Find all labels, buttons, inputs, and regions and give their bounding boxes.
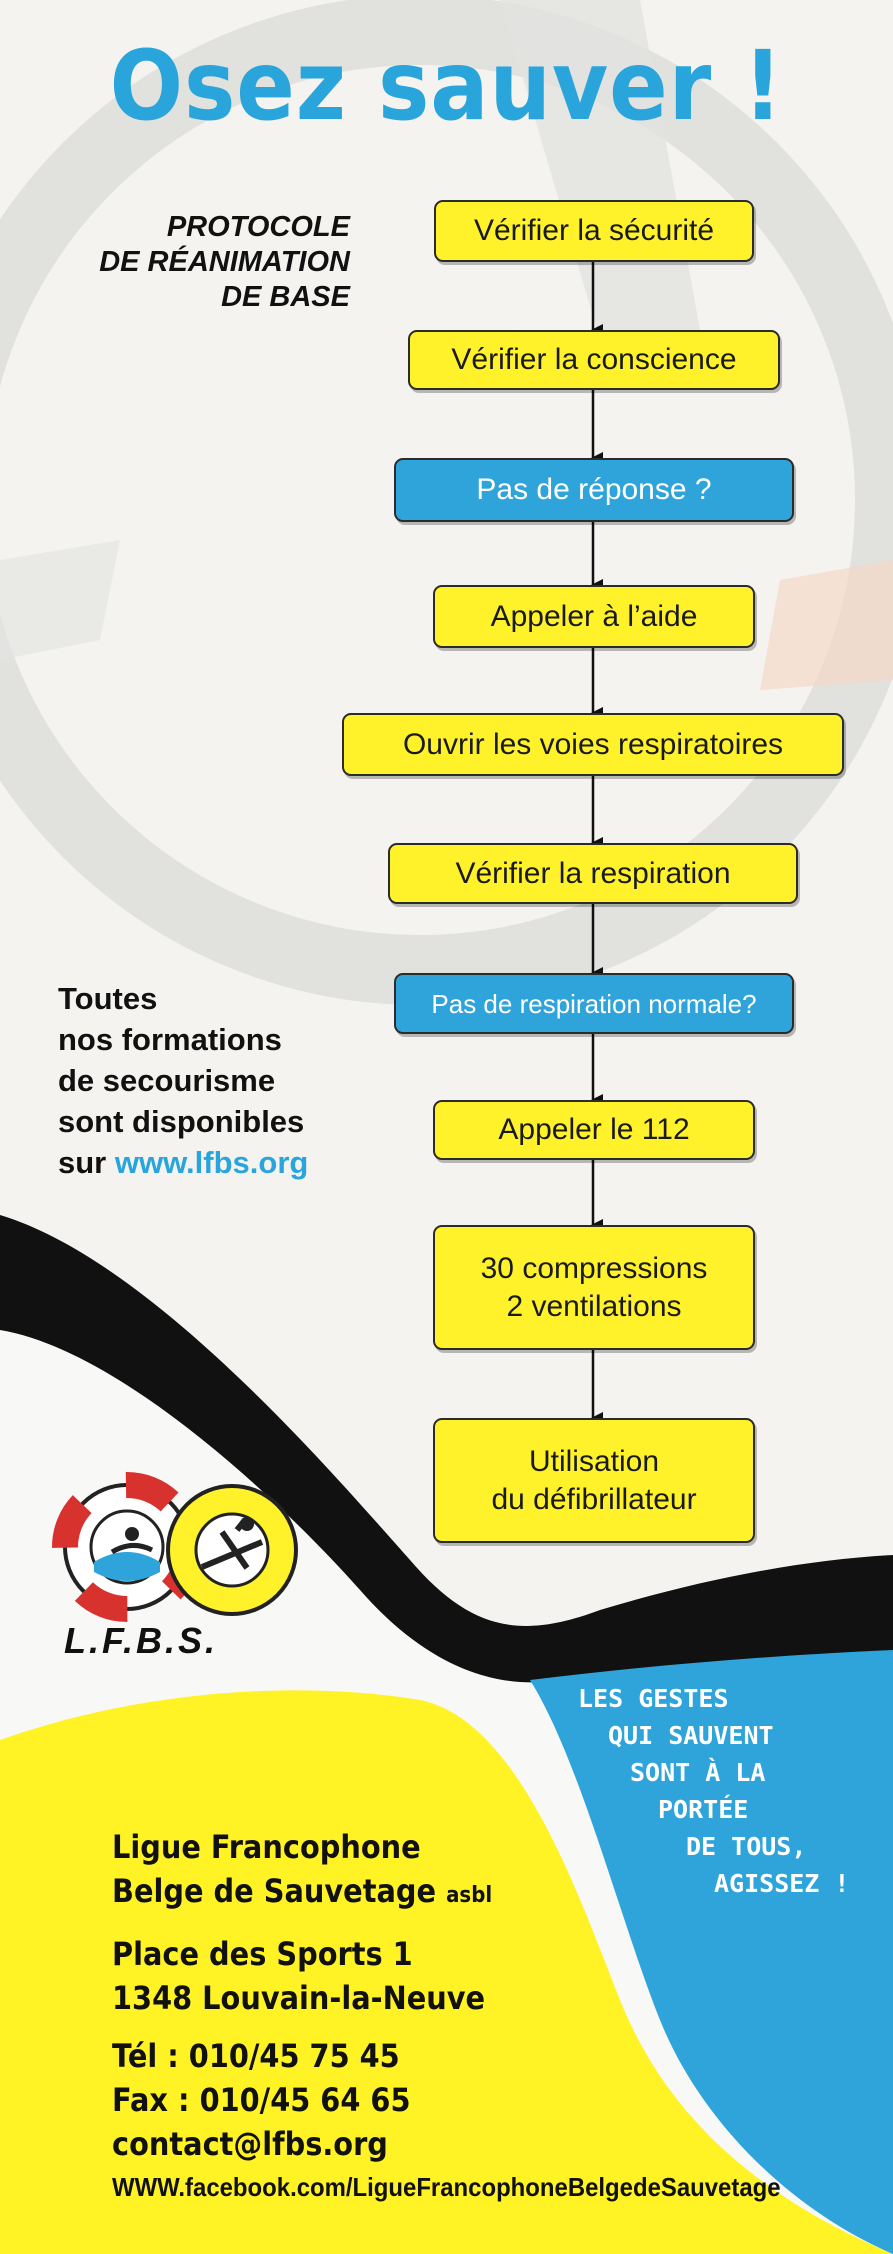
step-label: 2 ventilations — [506, 1289, 682, 1323]
step-appeler-112: Appeler le 112 — [433, 1100, 755, 1160]
website-link[interactable]: www.lfbs.org — [114, 1145, 309, 1180]
facebook-link[interactable]: WWW.facebook.com/LigueFrancophoneBelgede… — [112, 2172, 781, 2202]
step-label: Vérifier la conscience — [451, 343, 737, 376]
phone-number: Tél : 010/45 75 45 — [112, 2037, 400, 2075]
step-appeler-aide: Appeler à l’aide — [433, 585, 755, 648]
protocol-line: DE RÉANIMATION — [99, 246, 350, 278]
lifebuoy-red-icon — [52, 1472, 202, 1622]
step-ouvrir-voies: Ouvrir les voies respiratoires — [342, 713, 844, 776]
step-label: Ouvrir les voies respiratoires — [402, 727, 784, 761]
training-prefix: sur — [58, 1145, 115, 1180]
step-label: du défibrillateur — [491, 1482, 697, 1516]
org-name: Belge de Sauvetage — [112, 1872, 437, 1910]
step-label: Utilisation — [528, 1444, 660, 1478]
training-line: sur www.lfbs.org — [58, 1142, 378, 1183]
training-line: sont disponibles — [58, 1104, 305, 1139]
step-verifier-securite: Vérifier la sécurité — [434, 200, 754, 262]
step-label: 30 compressions — [480, 1251, 708, 1285]
step-label: Pas de réponse ? — [476, 473, 712, 506]
protocol-line: PROTOCOLE — [166, 211, 350, 243]
step-verifier-respiration: Vérifier la respiration — [388, 843, 798, 904]
step-label: Pas de respiration normale? — [431, 988, 757, 1019]
slogan-line: QUI SAUVENT — [608, 1721, 774, 1750]
training-line: de secourisme — [58, 1063, 276, 1098]
training-line: nos formations — [58, 1022, 282, 1057]
training-line: Toutes — [58, 981, 158, 1016]
email-link[interactable]: contact@lfbs.org — [112, 2125, 388, 2163]
address-street: Place des Sports 1 — [112, 1935, 413, 1973]
lfbs-logo — [52, 1472, 298, 1622]
slogan: LES GESTES QUI SAUVENT SONT À LA PORTÉE … — [548, 1680, 888, 1902]
step-pas-de-respiration: Pas de respiration normale? — [394, 973, 794, 1034]
step-label: Appeler à l’aide — [490, 599, 698, 633]
step-verifier-conscience: Vérifier la conscience — [408, 330, 780, 390]
slogan-line: SONT À LA — [630, 1758, 766, 1787]
protocol-heading: PROTOCOLE DE RÉANIMATION DE BASE — [20, 210, 350, 315]
org-name-line: Belge de Sauvetage asbl — [112, 1869, 492, 1918]
contact-block: Ligue Francophone Belge de Sauvetage asb… — [112, 1825, 492, 2166]
step-label: Vérifier la respiration — [455, 856, 731, 890]
slogan-line: AGISSEZ ! — [714, 1869, 850, 1898]
org-name-line: Ligue Francophone — [112, 1828, 421, 1866]
address-city: 1348 Louvain-la-Neuve — [112, 1979, 486, 2017]
slogan-line: LES GESTES — [578, 1684, 729, 1713]
page-title: Osez sauver ! — [109, 30, 784, 142]
fax-number: Fax : 010/45 64 65 — [112, 2081, 411, 2119]
training-info: Toutes nos formations de secourisme sont… — [58, 978, 378, 1183]
logo-label: L.F.B.S. — [64, 1620, 219, 1661]
step-defibrillateur: Utilisation du défibrillateur — [433, 1418, 755, 1543]
step-pas-de-reponse: Pas de réponse ? — [394, 458, 794, 522]
step-label: Appeler le 112 — [498, 1113, 690, 1146]
step-compressions: 30 compressions 2 ventilations — [433, 1225, 755, 1350]
protocol-line: DE BASE — [221, 281, 350, 313]
slogan-line: DE TOUS, — [686, 1832, 807, 1861]
org-suffix: asbl — [446, 1883, 493, 1908]
slogan-line: PORTÉE — [658, 1795, 749, 1824]
step-label: Vérifier la sécurité — [473, 214, 715, 247]
lifebuoy-yellow-icon — [166, 1484, 298, 1616]
